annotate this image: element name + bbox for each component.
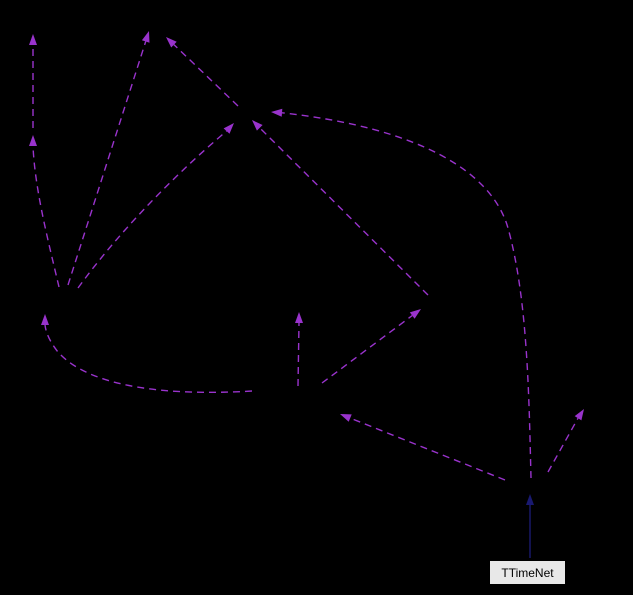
edge-line [77,130,228,289]
edge-left-curve [29,135,60,288]
edge-arrowhead [271,108,283,117]
edge-line [67,41,147,286]
edge-bottom-center-vertical [295,312,303,387]
edge-arrowhead [409,309,421,319]
edge-line [349,417,506,481]
edge-lower-right-to-bottom-center [340,414,506,481]
edge-top-left-vertical [29,34,37,128]
edge-line [32,145,60,288]
edge-arrowhead [526,494,534,505]
edge-line [547,417,579,473]
edge-right-mid-to-center [252,120,429,296]
edge-diagonal-to-top [67,31,150,286]
edge-arrowhead [340,414,352,422]
edge-arrowhead [41,314,49,325]
edge-line [44,324,253,394]
edge-arrowhead [166,37,177,48]
edge-bottom-to-right-mid [321,309,421,384]
edge-arrowhead [141,31,150,43]
edge-line [259,127,429,296]
edge-line [297,322,300,387]
edge-arrowhead [29,135,37,146]
edge-ttimenet-solid [526,494,534,558]
edge-big-right-curve [271,108,532,479]
edge-line [281,112,532,479]
edge-line [173,44,239,107]
edge-lower-right-up-right [547,409,584,473]
edge-line [321,315,413,384]
node-ttimenet: TTimeNet [489,560,566,585]
edge-bottom-left-curve [41,314,253,394]
edge-arrowhead [252,120,263,131]
edge-left-to-center [77,123,234,289]
edge-arrowhead [574,409,584,421]
node-ttimenet-label: TTimeNet [501,565,554,580]
edge-center-to-top [166,37,239,107]
edge-arrowhead [295,312,303,323]
edge-arrowhead [223,123,234,134]
edge-arrowhead [29,34,37,45]
